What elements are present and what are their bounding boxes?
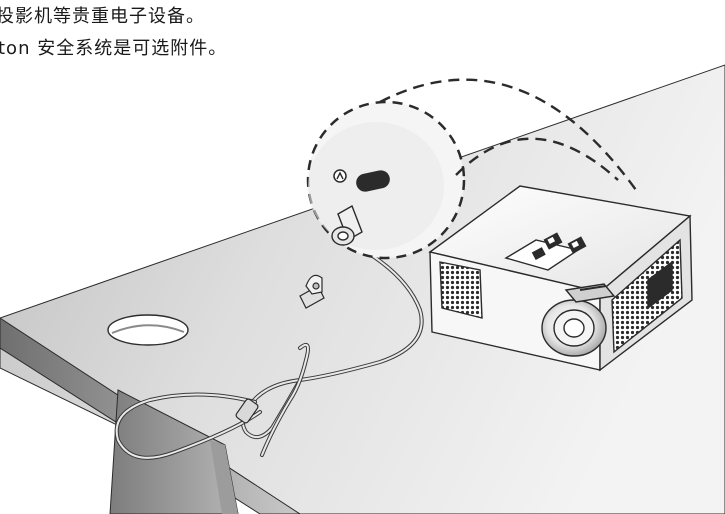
front-grille	[439, 261, 483, 319]
lock-head	[331, 204, 363, 246]
kensington-icon	[333, 169, 347, 183]
indicator-arc-inner	[455, 137, 619, 181]
magnifier-detail	[306, 100, 466, 260]
projector	[428, 185, 693, 372]
table-top	[0, 64, 725, 514]
instruction-text: 投影机等贵重电子设备。 ton 安全系统是可选附件。	[0, 0, 725, 70]
focus-ring	[564, 283, 616, 303]
indicator-arc-outer	[379, 78, 637, 191]
text-line-1: 投影机等贵重电子设备。	[0, 6, 205, 27]
cable-crimp	[235, 398, 259, 424]
lock-bracket	[299, 274, 325, 309]
cable-hole	[107, 314, 189, 346]
text-line-2: ton 安全系统是可选附件。	[0, 38, 228, 59]
security-cable	[114, 238, 424, 460]
security-slot	[356, 170, 390, 192]
